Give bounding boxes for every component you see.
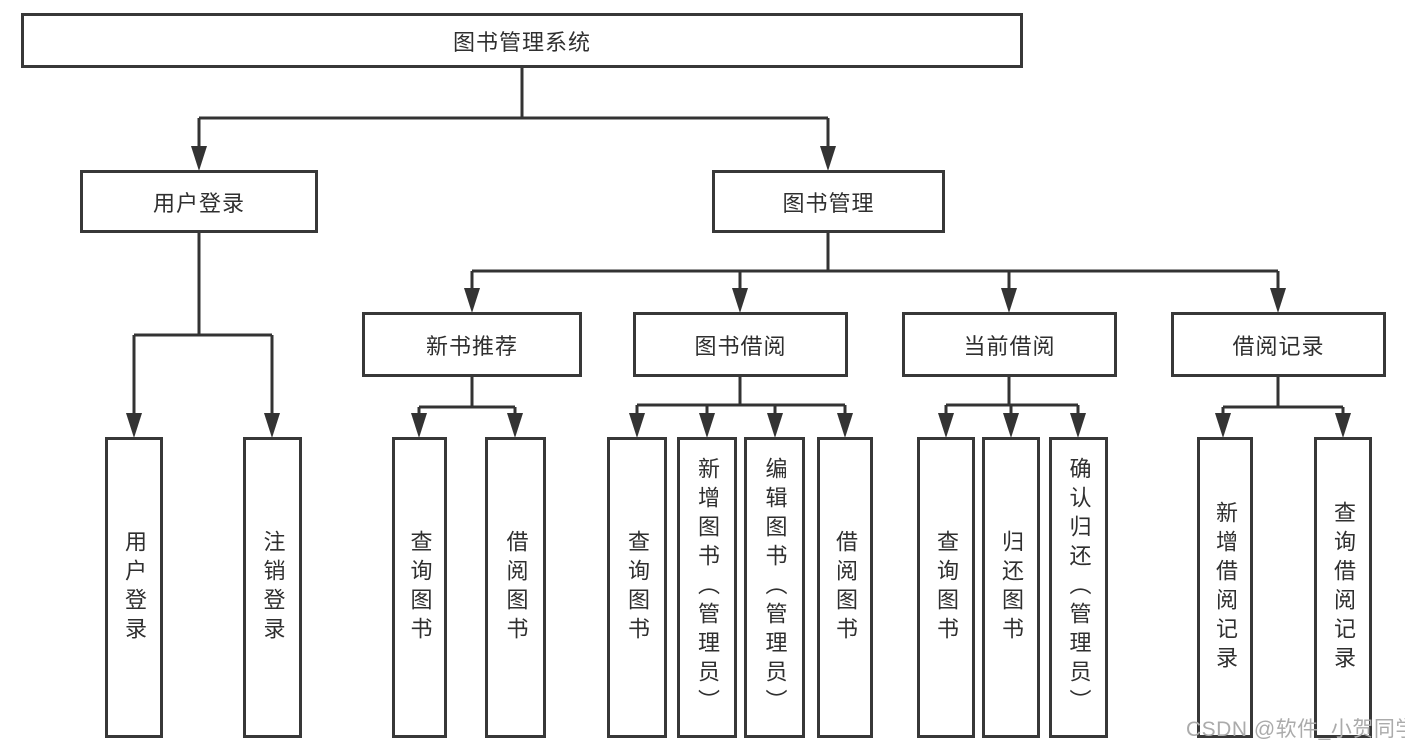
node-book-management: 图书管理	[712, 170, 945, 233]
node-current-borrowing: 当前借阅	[902, 312, 1117, 377]
leaf-query-borrow-record: 查询借阅记录	[1314, 437, 1372, 738]
leaf-return-books: 归还图书	[982, 437, 1040, 738]
leaf-confirm-return-admin: 确认归还（管理员）	[1049, 437, 1108, 738]
watermark: CSDN @软件_小贺同学	[1186, 718, 1405, 741]
node-user-login: 用户登录	[80, 170, 318, 233]
leaf-edit-books-admin: 编辑图书（管理员）	[744, 437, 805, 738]
leaf-borrow-books-recommend: 借阅图书	[485, 437, 546, 738]
leaf-add-borrow-record: 新增借阅记录	[1197, 437, 1253, 738]
leaf-add-books-admin: 新增图书（管理员）	[677, 437, 737, 738]
leaf-query-books-borrowing: 查询图书	[607, 437, 667, 738]
node-new-book-recommend: 新书推荐	[362, 312, 582, 377]
node-book-borrowing: 图书借阅	[633, 312, 848, 377]
leaf-borrow-books: 借阅图书	[817, 437, 873, 738]
leaf-logout: 注销登录	[243, 437, 302, 738]
leaf-query-books-recommend: 查询图书	[392, 437, 447, 738]
node-borrowing-records: 借阅记录	[1171, 312, 1386, 377]
leaf-query-books-current: 查询图书	[917, 437, 975, 738]
leaf-user-login: 用户登录	[105, 437, 163, 738]
node-library-management-system: 图书管理系统	[21, 13, 1023, 68]
